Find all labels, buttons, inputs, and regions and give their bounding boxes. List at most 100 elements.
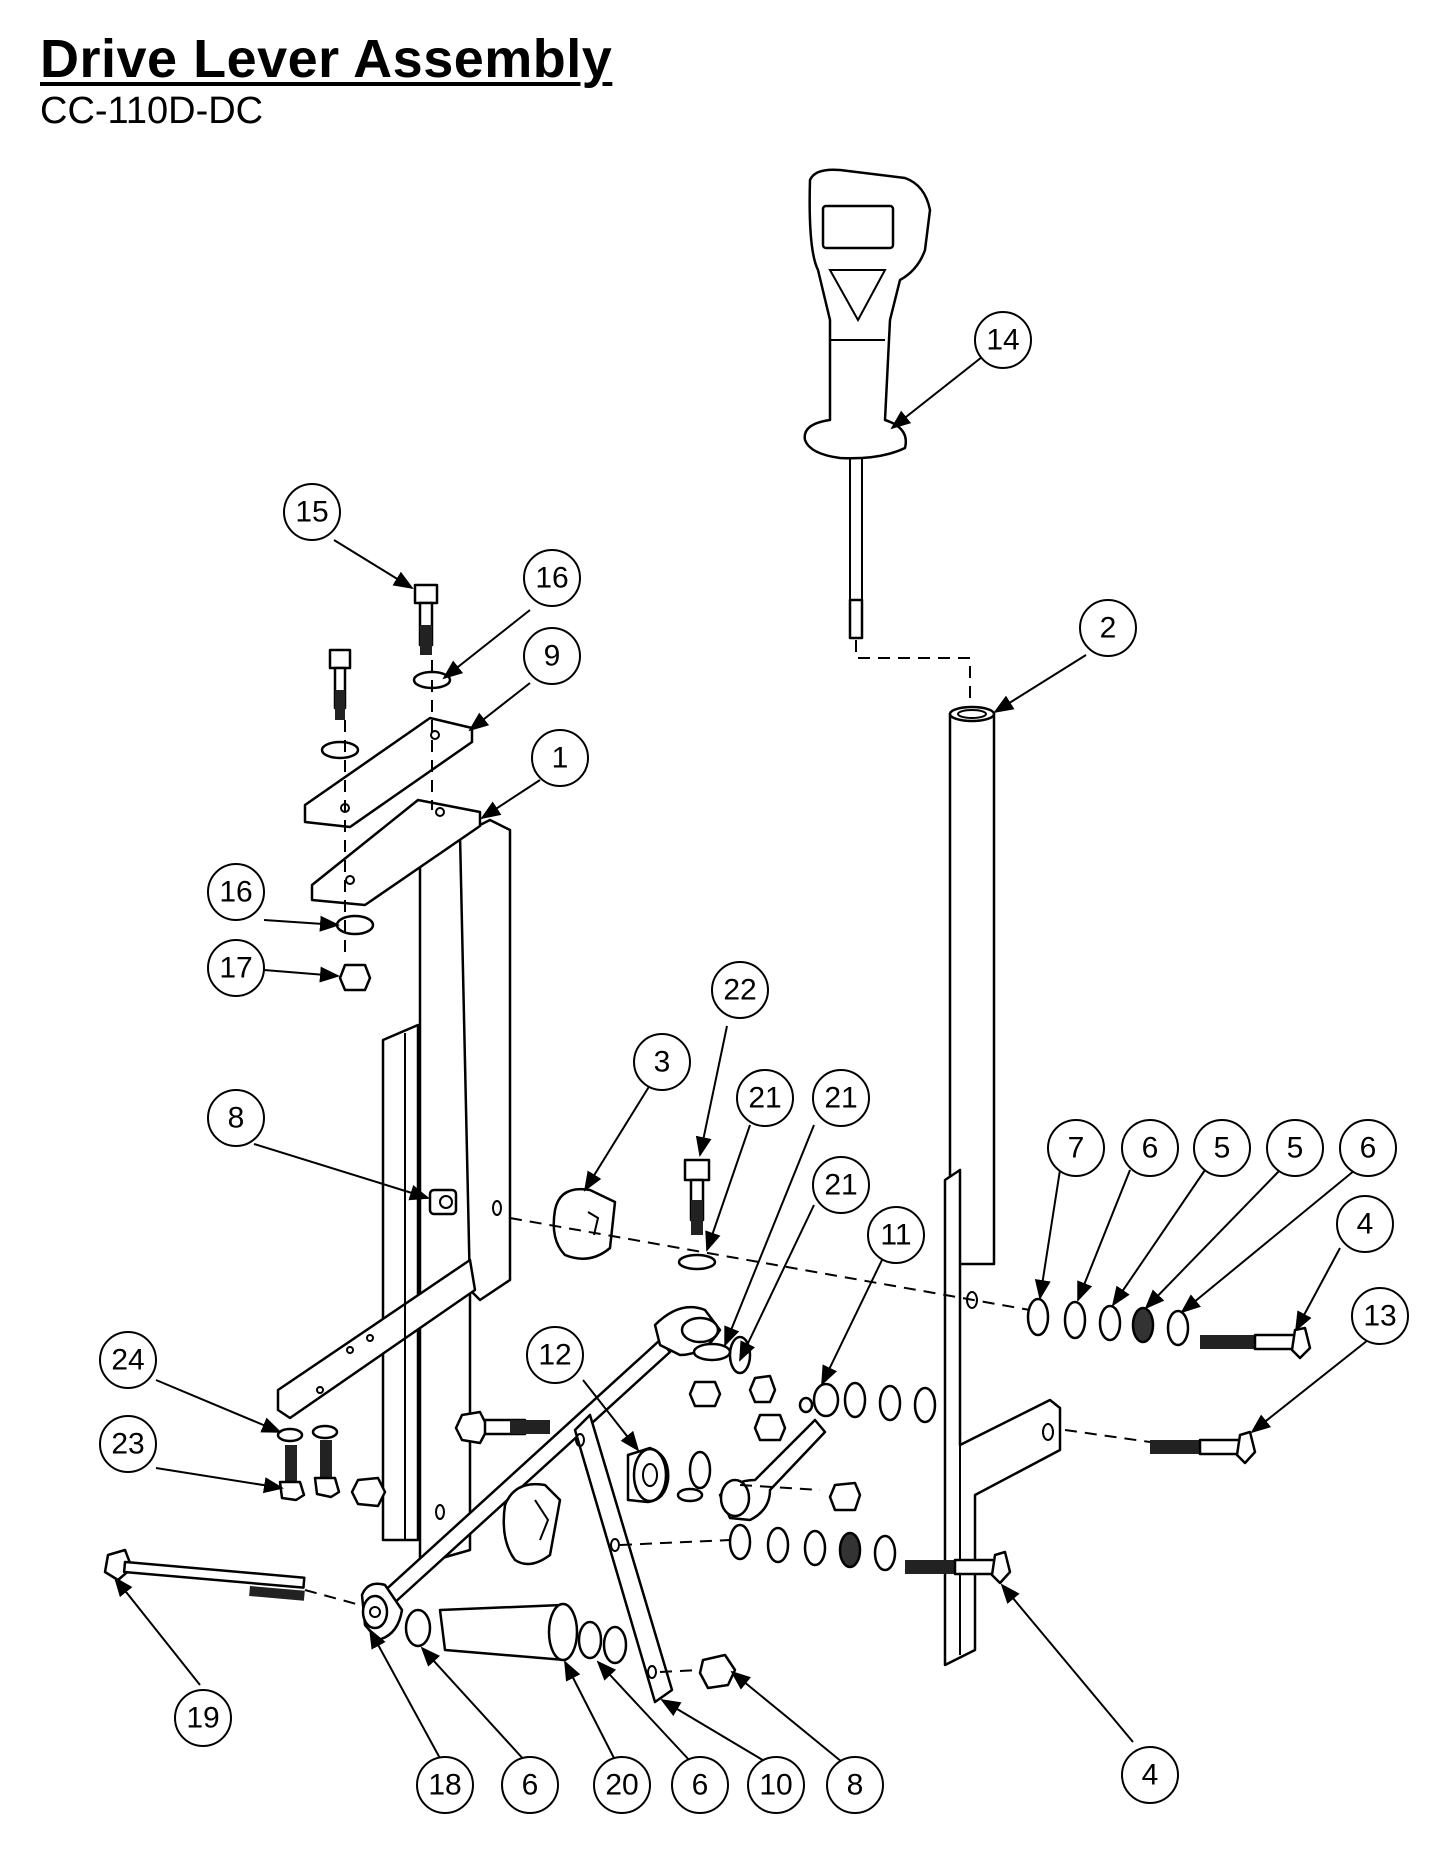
callout-balloon: 19 [174, 1689, 232, 1747]
callout-balloon: 16 [207, 863, 265, 921]
callout-balloon: 8 [826, 1756, 884, 1814]
callout-balloon: 6 [1339, 1119, 1397, 1177]
bolt-13 [1150, 1430, 1257, 1465]
callout-balloon: 24 [99, 1331, 157, 1389]
callout-balloon: 2 [1079, 599, 1137, 657]
callout-balloon: 6 [501, 1756, 559, 1814]
main-frame [276, 818, 512, 1562]
spacer-20 [438, 1602, 579, 1662]
leader-lines [113, 356, 1369, 1763]
callout-label: 5 [1214, 1132, 1231, 1165]
cam-lower [502, 1482, 562, 1566]
spacer-12 [626, 1446, 670, 1504]
lever-arm-10 [573, 1413, 674, 1704]
callout-label: 6 [692, 1769, 709, 1802]
callout-label: 12 [538, 1339, 571, 1372]
callout-label: 21 [748, 1082, 781, 1115]
callout-label: 3 [654, 1046, 671, 1079]
callout-balloon: 7 [1047, 1119, 1105, 1177]
callout-balloon: 16 [523, 549, 581, 607]
callout-balloon: 5 [1266, 1119, 1324, 1177]
callout-label: 23 [111, 1428, 144, 1461]
callout-label: 8 [847, 1769, 864, 1802]
nut-8-lower [698, 1653, 737, 1690]
handle-insert-line [855, 640, 971, 710]
callout-balloon: 22 [711, 961, 769, 1019]
callout-label: 13 [1363, 1300, 1396, 1333]
callout-balloon: 6 [671, 1756, 729, 1814]
bolts-23-24 [276, 1424, 341, 1502]
callout-label: 20 [605, 1769, 638, 1802]
callout-label: 18 [428, 1769, 461, 1802]
callout-balloon: 21 [736, 1069, 794, 1127]
callout-balloon: 8 [207, 1089, 265, 1147]
part-number: CC-110D-DC [40, 90, 264, 132]
bolt-19 [103, 1548, 306, 1601]
assembly-axes [304, 1217, 1151, 1673]
washers-6-lower [404, 1608, 628, 1665]
callout-label: 5 [1287, 1132, 1304, 1165]
callout-label: 11 [880, 1219, 911, 1252]
callout-label: 7 [1068, 1132, 1085, 1165]
washer-stack-upper [1026, 1297, 1190, 1347]
callout-label: 17 [219, 952, 252, 985]
callout-label: 24 [111, 1344, 144, 1377]
callout-balloon: 13 [1351, 1287, 1409, 1345]
callout-label: 14 [986, 324, 1019, 357]
callout-label: 16 [219, 876, 252, 909]
top-plate-1 [310, 798, 482, 907]
callout-balloon: 9 [523, 627, 581, 685]
callout-balloon: 14 [974, 311, 1032, 369]
linkage-rod [378, 1305, 732, 1607]
callout-label: 15 [295, 496, 328, 529]
callout-balloon: 4 [1336, 1195, 1394, 1253]
callout-balloon: 12 [526, 1326, 584, 1384]
callout-label: 1 [552, 742, 569, 775]
callout-balloon: 10 [747, 1756, 805, 1814]
callout-balloon: 11 [867, 1206, 925, 1264]
washer-21 [677, 1253, 717, 1271]
page-title: Drive Lever Assembly [40, 29, 613, 89]
callout-balloon: 20 [593, 1756, 651, 1814]
callout-label: 8 [228, 1102, 245, 1135]
callout-label: 4 [1142, 1759, 1159, 1792]
callout-balloon: 21 [812, 1156, 870, 1214]
callout-balloon: 6 [1121, 1119, 1179, 1177]
callout-balloon: 1 [531, 729, 589, 787]
nut-17 [338, 963, 372, 992]
callout-label: 6 [522, 1769, 539, 1802]
callout-label: 10 [759, 1769, 792, 1802]
washer-stack-lower [676, 1450, 897, 1572]
ball-joint-rod-11 [718, 1382, 840, 1522]
drive-handle [803, 168, 932, 640]
callout-balloon: 21 [812, 1069, 870, 1127]
bolt-15 [413, 583, 439, 655]
callout-label: 16 [535, 562, 568, 595]
washer-16-bottom [335, 914, 375, 936]
callout-label: 2 [1100, 612, 1117, 645]
cam-3 [552, 1187, 617, 1260]
bolt-22 [683, 1158, 711, 1235]
callout-label: 21 [824, 1082, 857, 1115]
callout-label: 19 [186, 1702, 219, 1735]
callout-label: 4 [1357, 1208, 1374, 1241]
bolt-left [328, 648, 352, 720]
callout-balloon: 5 [1193, 1119, 1251, 1177]
nut-left-lower [350, 1476, 387, 1508]
bolt-4-upper [1200, 1326, 1312, 1360]
bolt-left-middle [454, 1410, 550, 1445]
callout-balloon: 18 [416, 1756, 474, 1814]
callout-balloon: 23 [99, 1415, 157, 1473]
nut-8-frame [428, 1188, 458, 1216]
callout-balloon: 4 [1121, 1746, 1179, 1804]
washer-left-top [320, 740, 360, 760]
callout-balloon: 15 [283, 483, 341, 541]
callout-balloon: 17 [207, 939, 265, 997]
callout-label: 6 [1360, 1132, 1377, 1165]
callout-label: 6 [1142, 1132, 1159, 1165]
callout-label: 21 [824, 1169, 857, 1202]
callout-label: 22 [723, 974, 756, 1007]
bolt-4-lower [905, 1550, 1012, 1585]
callout-label: 9 [544, 640, 561, 673]
